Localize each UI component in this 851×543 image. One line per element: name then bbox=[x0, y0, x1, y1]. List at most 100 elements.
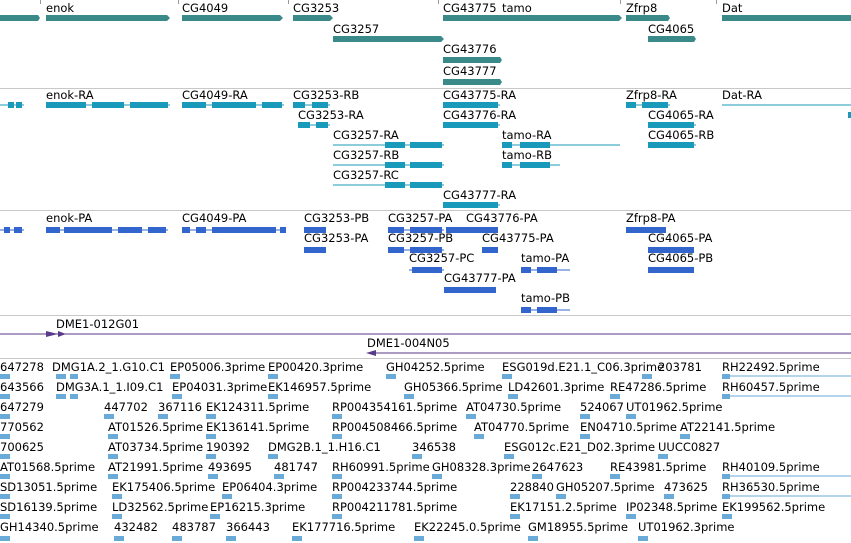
protein-label[interactable]: CG43777-PA bbox=[444, 271, 516, 285]
protein-label[interactable]: CG43776-PA bbox=[466, 211, 538, 225]
gene-bar[interactable] bbox=[443, 57, 502, 63]
est-label[interactable]: 483787 bbox=[172, 520, 216, 534]
est-label[interactable]: DMG3A.1_1.I09.C1 bbox=[56, 380, 164, 394]
protein-label[interactable]: tamo-PB bbox=[521, 291, 570, 305]
est-label[interactable]: AT03734.5prime bbox=[108, 440, 204, 454]
transcript-label[interactable]: CG3257-RA bbox=[333, 128, 399, 142]
transcript-label[interactable]: enok-RA bbox=[46, 88, 94, 102]
est-label[interactable]: 447702 bbox=[104, 400, 148, 414]
transcript-label[interactable]: tamo-RB bbox=[502, 148, 553, 162]
est-label[interactable]: RE43981.5prime bbox=[610, 460, 707, 474]
gene-bar[interactable] bbox=[443, 79, 502, 85]
est-label[interactable]: UT01962.3prime bbox=[638, 520, 735, 534]
est-label[interactable]: GH14340.5prime bbox=[0, 520, 99, 534]
gene-label[interactable]: enok bbox=[46, 1, 75, 15]
clone-label[interactable]: DME1-012G01 bbox=[56, 317, 140, 331]
est-label[interactable]: AT04770.5prime bbox=[474, 420, 570, 434]
gene-label[interactable]: CG3253 bbox=[293, 1, 340, 15]
transcript-label[interactable]: CG4065-RA bbox=[648, 108, 714, 122]
est-label[interactable]: RP004211781.5prime bbox=[332, 500, 458, 514]
protein-label[interactable]: CG43775-PA bbox=[482, 231, 554, 245]
transcript-label[interactable]: CG43775-RA bbox=[443, 88, 517, 102]
gene-label[interactable]: Dat bbox=[722, 1, 743, 15]
est-label[interactable]: RE47286.5prime bbox=[610, 380, 707, 394]
gene-bar[interactable] bbox=[182, 15, 283, 21]
est-label[interactable]: ESG019d.E21.1_C06.3prime bbox=[502, 360, 665, 374]
est-label[interactable]: GH05366.5prime bbox=[404, 380, 503, 394]
est-label[interactable]: EK17151.2.5prime bbox=[510, 500, 617, 514]
est-label[interactable]: 432482 bbox=[114, 520, 158, 534]
protein-label[interactable]: Zfrp8-PA bbox=[626, 211, 676, 225]
est-label[interactable]: RH22492.5prime bbox=[722, 360, 820, 374]
est-label[interactable]: AT01526.5prime bbox=[108, 420, 204, 434]
est-label[interactable]: DMG1A.2_1.G10.C1 bbox=[52, 360, 165, 374]
est-label[interactable]: EK199562.5prime bbox=[722, 500, 826, 514]
transcript-label[interactable]: CG3253-RA bbox=[298, 108, 364, 122]
est-label[interactable]: 367116 bbox=[158, 400, 202, 414]
est-label[interactable]: 770562 bbox=[0, 420, 44, 434]
gene-label[interactable]: CG3257 bbox=[333, 22, 380, 36]
protein-label[interactable]: CG3253-PB bbox=[304, 211, 370, 225]
est-label[interactable]: 2647623 bbox=[532, 460, 584, 474]
est-label[interactable]: EK22245.0.5prime bbox=[414, 520, 521, 534]
est-label[interactable]: EK136141.5prime bbox=[206, 420, 310, 434]
gene-label[interactable]: CG43777 bbox=[443, 64, 497, 78]
est-label[interactable]: RH40109.5prime bbox=[722, 460, 820, 474]
protein-label[interactable]: enok-PA bbox=[46, 211, 93, 225]
gene-bar[interactable] bbox=[648, 36, 696, 42]
est-label[interactable]: EP05006.3prime bbox=[170, 360, 266, 374]
gene-bar[interactable] bbox=[443, 15, 622, 21]
est-label[interactable]: 700625 bbox=[0, 440, 44, 454]
est-label[interactable]: 203781 bbox=[658, 360, 702, 374]
protein-label[interactable]: tamo-PA bbox=[521, 251, 570, 265]
gene-label[interactable]: CG4065 bbox=[648, 22, 695, 36]
est-label[interactable]: RP004233744.5prime bbox=[332, 480, 458, 494]
gene-label[interactable]: Zfrp8 bbox=[626, 1, 658, 15]
transcript-label[interactable]: CG43776-RA bbox=[443, 108, 517, 122]
est-label[interactable]: SD16139.5prime bbox=[0, 500, 98, 514]
gene-bar[interactable] bbox=[722, 15, 851, 21]
est-label[interactable]: 473625 bbox=[664, 480, 708, 494]
est-label[interactable]: 643566 bbox=[0, 380, 44, 394]
gene-label[interactable]: CG43775 bbox=[443, 1, 497, 15]
transcript-label[interactable]: Zfrp8-RA bbox=[626, 88, 677, 102]
protein-label[interactable]: CG4049-PA bbox=[182, 211, 247, 225]
est-label[interactable]: EN04710.5prime bbox=[580, 420, 677, 434]
est-label[interactable]: EK124311.5prime bbox=[206, 400, 310, 414]
transcript-label[interactable]: CG4065-RB bbox=[648, 128, 715, 142]
est-label[interactable]: 366443 bbox=[226, 520, 270, 534]
est-label[interactable]: 346538 bbox=[412, 440, 456, 454]
protein-label[interactable]: CG3257-PA bbox=[388, 211, 453, 225]
clone-label[interactable]: DME1-004N05 bbox=[367, 336, 450, 350]
est-label[interactable]: IP02348.5prime bbox=[626, 500, 718, 514]
est-label[interactable]: GH04252.5prime bbox=[386, 360, 485, 374]
est-label[interactable]: RH60457.5prime bbox=[722, 380, 820, 394]
gene-bar[interactable] bbox=[626, 15, 670, 21]
est-label[interactable]: AT01568.5prime bbox=[0, 460, 96, 474]
protein-label[interactable]: CG4065-PA bbox=[648, 231, 713, 245]
est-label[interactable]: 190392 bbox=[206, 440, 250, 454]
est-label[interactable]: SD13051.5prime bbox=[0, 480, 98, 494]
transcript-label[interactable]: CG3257-RB bbox=[333, 148, 400, 162]
est-label[interactable]: RP004354161.5prime bbox=[332, 400, 458, 414]
est-label[interactable]: RH36530.5prime bbox=[722, 480, 820, 494]
est-label[interactable]: 228840 bbox=[510, 480, 554, 494]
gene-label[interactable]: CG43776 bbox=[443, 42, 497, 56]
transcript-label[interactable]: CG43777-RA bbox=[443, 188, 517, 202]
est-label[interactable]: GH08328.3prime bbox=[432, 460, 531, 474]
gene-bar[interactable] bbox=[293, 15, 333, 21]
est-label[interactable]: UT01962.5prime bbox=[626, 400, 723, 414]
gene-label[interactable]: tamo bbox=[502, 1, 532, 15]
est-label[interactable]: 481747 bbox=[274, 460, 318, 474]
transcript-label[interactable]: CG4049-RA bbox=[182, 88, 248, 102]
est-label[interactable]: 493695 bbox=[208, 460, 252, 474]
est-label[interactable]: RH60991.5prime bbox=[332, 460, 430, 474]
est-label[interactable]: GM18955.5prime bbox=[528, 520, 628, 534]
transcript-label[interactable]: tamo-RA bbox=[502, 128, 552, 142]
est-label[interactable]: UUCC0827 bbox=[658, 440, 721, 454]
gene-bar[interactable] bbox=[333, 36, 444, 42]
est-label[interactable]: 524067 bbox=[580, 400, 624, 414]
est-label[interactable]: AT22141.5prime bbox=[680, 420, 776, 434]
est-label[interactable]: EK146957.5prime bbox=[268, 380, 372, 394]
est-label[interactable]: 647279 bbox=[0, 400, 44, 414]
